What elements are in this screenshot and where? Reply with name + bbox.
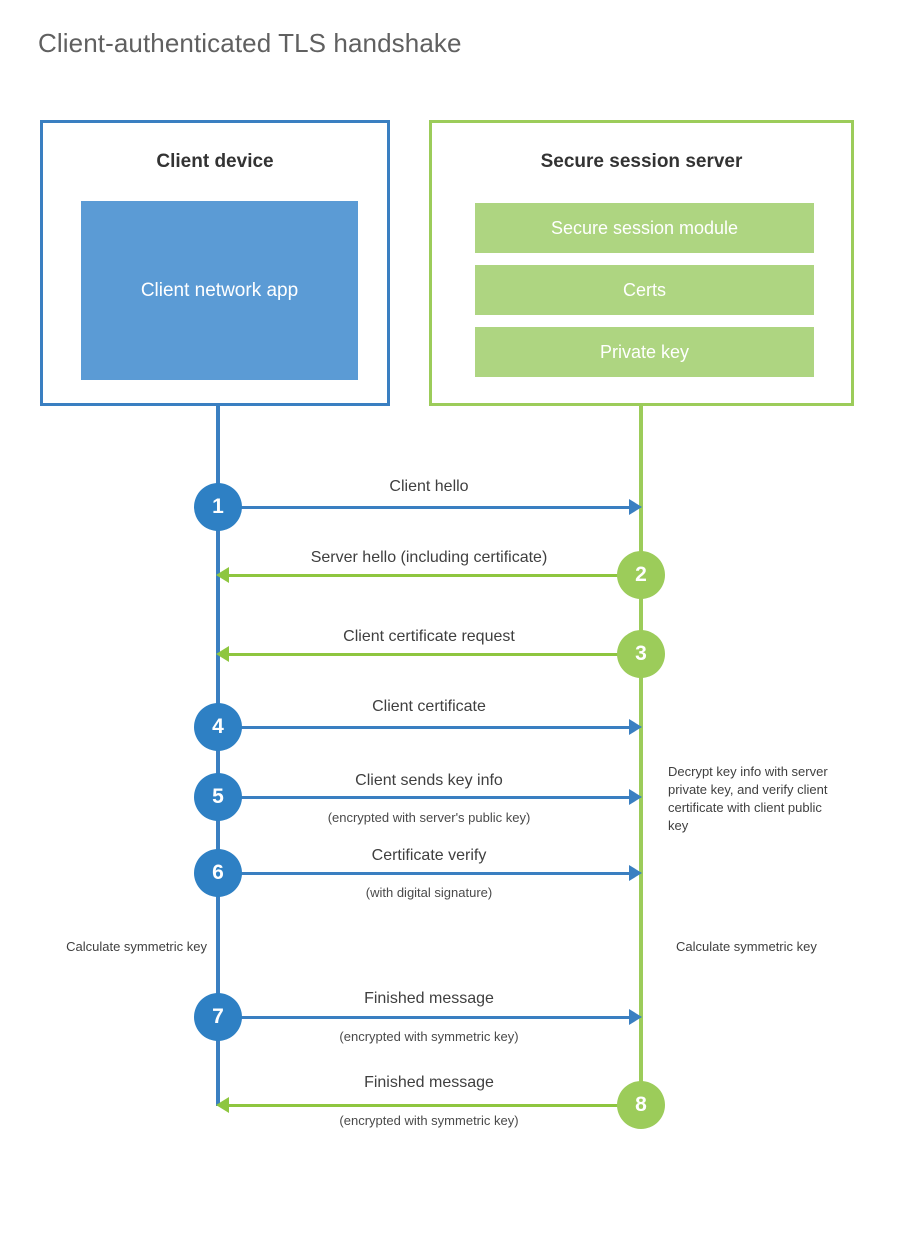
step-3-label: Client certificate request xyxy=(343,628,515,645)
step-7-sublabel: (encrypted with symmetric key) xyxy=(339,1029,519,1044)
step-5-sublabel: (encrypted with server's public key) xyxy=(327,810,531,825)
server-calculate-symmetric-key-note: Calculate symmetric key xyxy=(676,939,817,954)
step-1-arrow-line xyxy=(218,506,629,509)
step-3-arrow-line xyxy=(229,653,641,656)
step-5-label: Client sends key info xyxy=(355,772,503,789)
step-4-label: Client certificate xyxy=(372,698,486,715)
step-2-circle[interactable]: 2 xyxy=(617,551,665,599)
step-6-sublabel: (with digital signature) xyxy=(365,885,493,900)
step-2-label: Server hello (including certificate) xyxy=(310,549,548,566)
step-2-arrow-line xyxy=(229,574,641,577)
step-8-arrow-line xyxy=(229,1104,641,1107)
secure-session-server-title: Secure session server xyxy=(540,151,743,172)
certs-block: Certs xyxy=(475,265,814,315)
server-decrypt-note: Decrypt key info with server private key… xyxy=(668,764,828,833)
secure-session-module-block: Secure session module xyxy=(475,203,814,253)
step-4-arrow-line xyxy=(218,726,629,729)
step-7-arrow-head-icon xyxy=(629,1009,642,1025)
step-5-arrow-line xyxy=(218,796,629,799)
private-key-block: Private key xyxy=(475,327,814,377)
page-title: Client-authenticated TLS handshake xyxy=(38,28,462,58)
step-3-arrow-head-icon xyxy=(216,646,229,662)
step-8-label: Finished message xyxy=(364,1074,494,1091)
step-1-label: Client hello xyxy=(389,478,469,495)
step-8-sublabel: (encrypted with symmetric key) xyxy=(339,1113,519,1128)
step-1-circle[interactable]: 1 xyxy=(194,483,242,531)
step-8-circle[interactable]: 8 xyxy=(617,1081,665,1129)
step-3-circle[interactable]: 3 xyxy=(617,630,665,678)
step-1-arrow-head-icon xyxy=(629,499,642,515)
step-7-label: Finished message xyxy=(364,990,494,1007)
step-6-arrow-line xyxy=(218,872,629,875)
step-5-arrow-head-icon xyxy=(629,789,642,805)
client-device-box: Client device Client network app xyxy=(40,120,390,406)
secure-session-server-box: Secure session server Secure session mod… xyxy=(429,120,854,406)
step-7-arrow-line xyxy=(218,1016,629,1019)
client-network-app-block: Client network app xyxy=(81,201,358,380)
client-lifeline xyxy=(216,406,220,1106)
client-calculate-symmetric-key-note: Calculate symmetric key xyxy=(66,939,207,954)
step-5-circle[interactable]: 5 xyxy=(194,773,242,821)
step-7-circle[interactable]: 7 xyxy=(194,993,242,1041)
step-6-label: Certificate verify xyxy=(371,847,487,864)
client-device-title: Client device xyxy=(156,151,274,172)
step-4-arrow-head-icon xyxy=(629,719,642,735)
server-lifeline xyxy=(639,406,643,1106)
step-8-arrow-head-icon xyxy=(216,1097,229,1113)
step-2-arrow-head-icon xyxy=(216,567,229,583)
step-6-circle[interactable]: 6 xyxy=(194,849,242,897)
step-6-arrow-head-icon xyxy=(629,865,642,881)
step-4-circle[interactable]: 4 xyxy=(194,703,242,751)
